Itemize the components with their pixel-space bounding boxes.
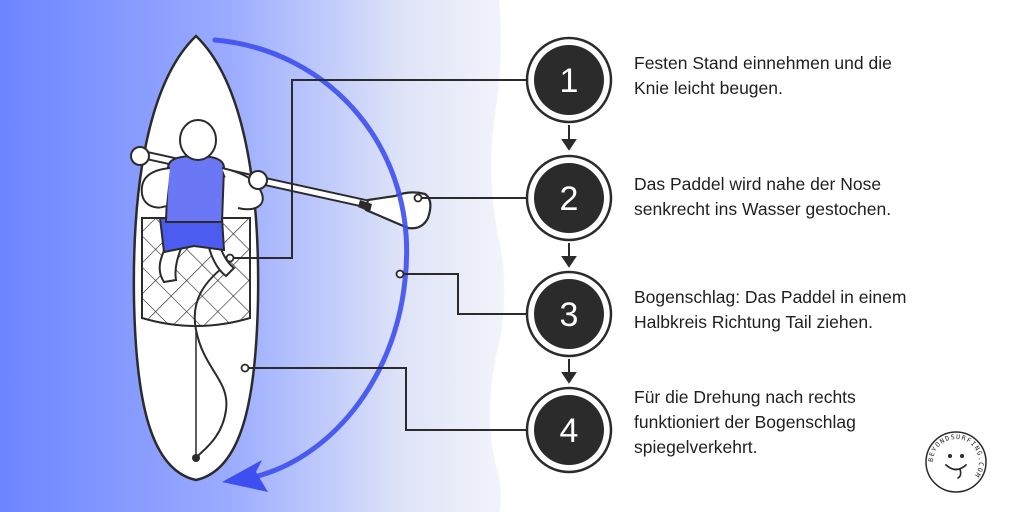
smiley-icon: [945, 454, 967, 479]
connector-1: [230, 79, 532, 259]
connector-4: [245, 367, 532, 431]
step-1-number: 1: [560, 62, 579, 100]
step-1-marker: 1: [525, 36, 613, 124]
leash: [193, 261, 231, 459]
step-2-marker: 2: [525, 154, 613, 242]
turn-arrow-head: [222, 460, 268, 492]
connector-3: [400, 273, 532, 315]
step-2-number: 2: [560, 180, 579, 218]
step-3-marker: 3: [525, 270, 613, 358]
step-3-number: 3: [560, 296, 579, 334]
step-2-description: Das Paddel wird nahe der Nose senkrecht …: [634, 174, 892, 219]
vest: [164, 154, 226, 223]
connector-dots: [225, 193, 423, 373]
step-3-description: Bogenschlag: Das Paddel in einem Halbkre…: [634, 287, 907, 332]
step-1-description: Festen Stand einnehmen und die Knie leic…: [634, 53, 892, 98]
step-4-marker: 4: [525, 386, 613, 474]
step-4-description: Für die Drehung nach rechts funktioniert…: [634, 387, 856, 457]
step-arrows: [561, 125, 577, 384]
paddler-figure: [130, 119, 268, 284]
connector-lines: [230, 79, 532, 431]
shorts: [158, 217, 226, 254]
head: [179, 119, 217, 161]
water-edge: [489, 0, 507, 512]
step-4-number: 4: [560, 412, 579, 450]
turn-arrow: [212, 37, 409, 481]
beyondsurfing-logo: BEYONDSURFING.COM: [925, 431, 987, 493]
